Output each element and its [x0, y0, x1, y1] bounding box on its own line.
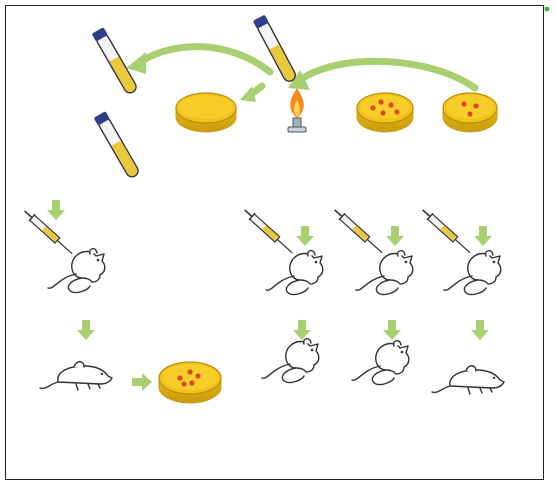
- colony-dot: [370, 105, 375, 110]
- arrow-r2-1-arrow-icon: [386, 226, 404, 246]
- colony-dot: [187, 369, 192, 374]
- syringe-1-syringe-icon: [242, 207, 296, 257]
- colony-dot: [189, 380, 194, 385]
- arrow-r2-2-arrow-icon: [383, 320, 401, 340]
- mouse-1-mouse-icon: [266, 251, 323, 295]
- colony-dot: [388, 102, 393, 107]
- plate-recovered-petri-dish-icon: [159, 362, 221, 403]
- colony-dot: [378, 99, 383, 104]
- plate-colonies-2-petri-dish-icon: [443, 93, 497, 132]
- tube-inoculum-test-tube-icon: [92, 27, 139, 95]
- arrow-left-2-arrow-icon: [77, 320, 95, 340]
- arrow-r3-2-arrow-icon: [471, 320, 489, 340]
- colony-dot: [467, 111, 472, 116]
- mouse-result-2-mouse-icon: [352, 341, 409, 385]
- colony-dot: [473, 103, 478, 108]
- mouse-sick-mouse-icon: [40, 362, 112, 390]
- mouse-healthy-mouse-icon: [48, 249, 105, 293]
- colony-dot: [394, 109, 399, 114]
- tube-transfer-test-tube-icon: [253, 15, 298, 84]
- syringe-inject-syringe-icon: [22, 208, 76, 258]
- colony-dot: [177, 375, 182, 380]
- colony-dot: [461, 101, 466, 106]
- tube-culture-test-tube-icon: [94, 111, 141, 179]
- syringe-2-syringe-icon: [332, 207, 386, 257]
- arrow-r3-1-arrow-icon: [474, 226, 492, 246]
- colony-dot: [380, 110, 385, 115]
- arrows-layer: [47, 47, 492, 391]
- colony-dot: [195, 373, 200, 378]
- burner-bunsen-burner-icon: [288, 88, 306, 132]
- curve-from-plates-arrow-icon: [288, 61, 475, 90]
- arrow-r1-1-arrow-icon: [296, 226, 314, 246]
- plate-agar-petri-dish-icon: [176, 93, 236, 132]
- arrow-left-1-arrow-icon: [47, 200, 65, 220]
- arrow-r1-2-arrow-icon: [293, 320, 311, 340]
- syringe-3-syringe-icon: [420, 207, 474, 257]
- mouse-result-3-mouse-icon: [432, 366, 504, 394]
- mouse-3-mouse-icon: [444, 251, 501, 295]
- curve-to-tube-arrow-icon: [126, 47, 270, 74]
- objects-layer: [22, 15, 504, 403]
- mouse-2-mouse-icon: [356, 251, 413, 295]
- plate-colonies-1-petri-dish-icon: [357, 93, 413, 132]
- curve-to-dish-arrow-icon: [240, 86, 262, 102]
- arrow-left-3-arrow-icon: [132, 373, 152, 391]
- colony-dot: [181, 381, 186, 386]
- mouse-result-1-mouse-icon: [262, 339, 319, 383]
